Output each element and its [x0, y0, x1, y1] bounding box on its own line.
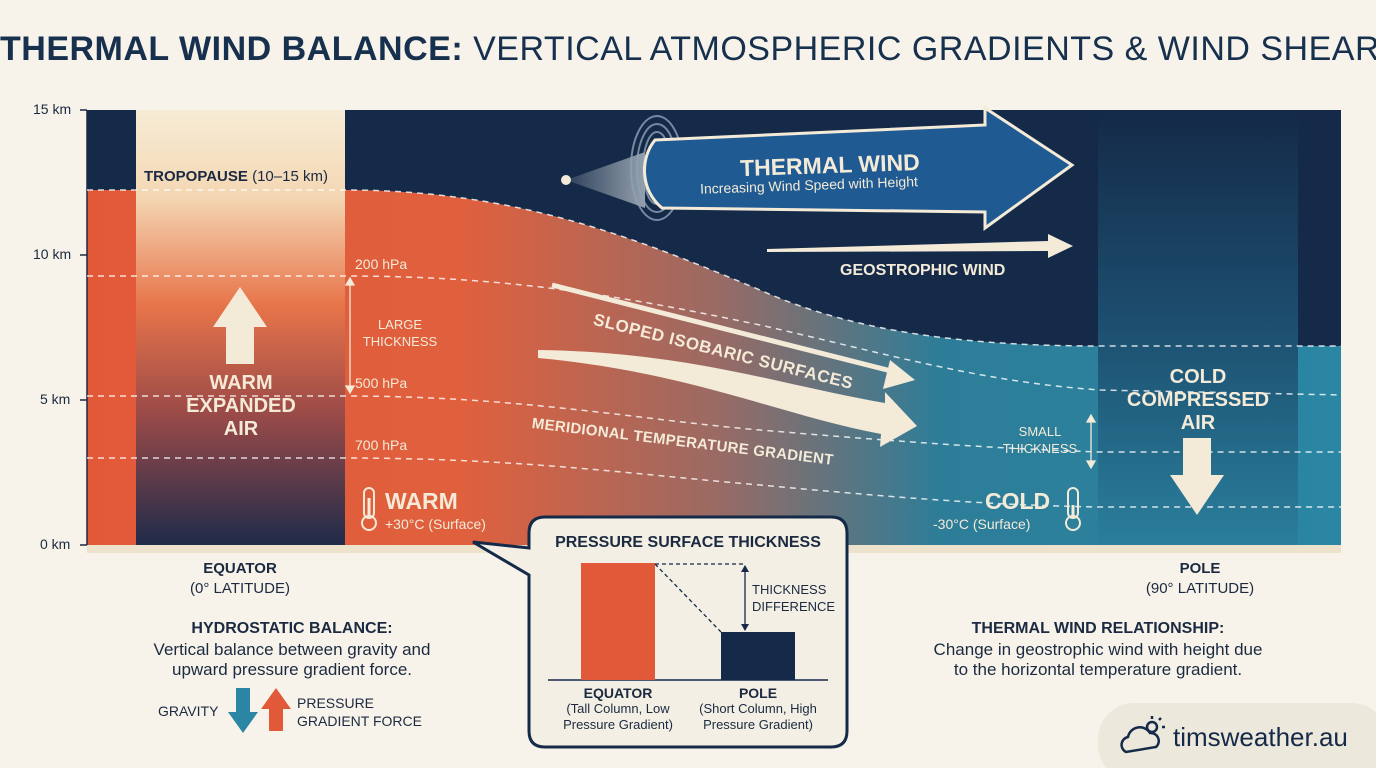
small-thickness-label: SMALL THICKNESS — [1002, 424, 1078, 456]
y-tick-label-10: 10 km — [33, 246, 72, 262]
thickness-diff-label: THICKNESS DIFFERENCE — [752, 581, 835, 615]
callout-equator: EQUATOR (Tall Column, Low Pressure Gradi… — [548, 685, 688, 733]
large-thickness-arrow-up — [344, 276, 356, 286]
thermal-rel-line2: to the horizontal temperature gradient. — [953, 660, 1243, 679]
hydrostatic-title: HYDROSTATIC BALANCE: — [191, 620, 393, 637]
callout-box — [472, 515, 849, 749]
y-tick-label-0: 0 km — [40, 536, 71, 552]
isobar-700 — [87, 457, 1341, 508]
warm-air-label: WARM EXPANDED AIR — [186, 372, 296, 440]
callout-pole-sub2: Pressure Gradient) — [703, 717, 813, 732]
large-thickness-arrow-down — [344, 385, 356, 395]
pole-column-bar — [721, 632, 795, 680]
cold-label: COLD — [985, 488, 1051, 514]
warm-thermometer-icon — [361, 487, 377, 531]
cold-sinking-arrow — [1170, 438, 1224, 515]
thickness-slope-dash — [654, 563, 722, 633]
gravity-label: GRAVITY — [158, 703, 219, 719]
hydrostatic-block: HYDROSTATIC BALANCE: Vertical balance be… — [100, 620, 484, 680]
hydrostatic-line1: Vertical balance between gravity and — [153, 640, 431, 659]
pressure-label-200: 200 hPa — [355, 256, 408, 272]
callout-pole-label: POLE — [738, 685, 778, 701]
warm-label: WARM — [385, 488, 458, 514]
tropopause-label: TROPOPAUSE (10–15 km) — [144, 168, 328, 185]
equator-column-bar — [581, 563, 655, 680]
thermal-rel-line1: Change in geostrophic wind with height d… — [933, 640, 1263, 659]
geostrophic-wind-arrow — [767, 234, 1073, 258]
title-rest: VERTICAL ATMOSPHERIC GRADIENTS & WIND SH… — [473, 30, 1376, 68]
isobar-500 — [87, 395, 1341, 453]
isobar-200 — [87, 275, 1342, 396]
tropopause-range: (10–15 km) — [252, 168, 328, 185]
thermal-wind-arrow — [643, 105, 1075, 231]
pole-lat: (90° LATITUDE) — [1145, 580, 1255, 597]
warm-temp: +30°C (Surface) — [385, 516, 486, 532]
pressure-force-line2: GRADIENT FORCE — [297, 713, 422, 729]
callout-equator-sub2: Pressure Gradient) — [563, 717, 673, 732]
cold-temp: -30°C (Surface) — [933, 516, 1031, 532]
equator-label: EQUATOR — [203, 560, 277, 577]
pressure-label-500: 500 hPa — [355, 375, 408, 391]
meridional-arrow — [538, 350, 917, 447]
callout-pole-sub1: (Short Column, High — [699, 701, 817, 716]
pressure-force-label: PRESSURE GRADIENT FORCE — [297, 694, 422, 730]
thickness-diff-arrow-down — [741, 624, 749, 631]
tropopause-line — [87, 189, 1341, 347]
y-tick-label-15: 15 km — [33, 101, 72, 117]
callout-equator-label: EQUATOR — [583, 685, 653, 701]
hydrostatic-line2: upward pressure gradient force. — [171, 660, 413, 679]
cloud-sun-icon — [1120, 716, 1165, 754]
warm-rising-arrow — [213, 287, 267, 364]
equator-lat: (0° LATITUDE) — [190, 580, 290, 597]
sloped-isobaric-arrowhead — [883, 360, 915, 389]
pole-label: POLE — [1179, 560, 1221, 577]
cold-thermometer-icon — [1065, 487, 1081, 531]
cold-air-label: COLD COMPRESSED AIR — [1126, 366, 1270, 434]
lower-atmosphere — [87, 190, 1341, 545]
callout-pole: POLE (Short Column, High Pressure Gradie… — [688, 685, 828, 733]
thermal-wind-origin — [561, 175, 571, 185]
thermal-rel-block: THERMAL WIND RELATIONSHIP: Change in geo… — [880, 620, 1316, 680]
thermal-wind-beam — [566, 152, 645, 208]
tropopause-bold: TROPOPAUSE — [144, 168, 248, 185]
page-title: THERMAL WIND BALANCE: VERTICAL ATMOSPHER… — [0, 30, 1376, 69]
brand-label[interactable]: timsweather.au — [1173, 722, 1348, 752]
callout-equator-sub1: (Tall Column, Low — [566, 701, 670, 716]
pressure-label-700: 700 hPa — [355, 437, 408, 453]
callout-title: PRESSURE SURFACE THICKNESS — [555, 534, 821, 551]
large-thickness-label: LARGE THICKNESS — [362, 317, 438, 349]
gravity-arrow-icon — [228, 688, 258, 733]
pressure-force-line1: PRESSURE — [297, 695, 375, 711]
thickness-diff-line1: THICKNESS — [752, 582, 827, 597]
y-tick-label-5: 5 km — [40, 391, 71, 407]
brand-badge — [1098, 703, 1376, 768]
geostrophic-wind-label: GEOSTROPHIC WIND — [840, 262, 1006, 279]
small-thickness-arrow-up — [1085, 413, 1097, 423]
sloped-isobaric-arrow — [551, 282, 896, 375]
thermal-rel-title: THERMAL WIND RELATIONSHIP: — [971, 620, 1225, 637]
thickness-diff-arrow-up — [741, 565, 749, 572]
thickness-diff-line2: DIFFERENCE — [752, 599, 836, 614]
small-thickness-arrow-down — [1085, 460, 1097, 470]
title-bold: THERMAL WIND BALANCE: — [0, 30, 464, 68]
pressure-force-arrow-icon — [261, 688, 291, 731]
